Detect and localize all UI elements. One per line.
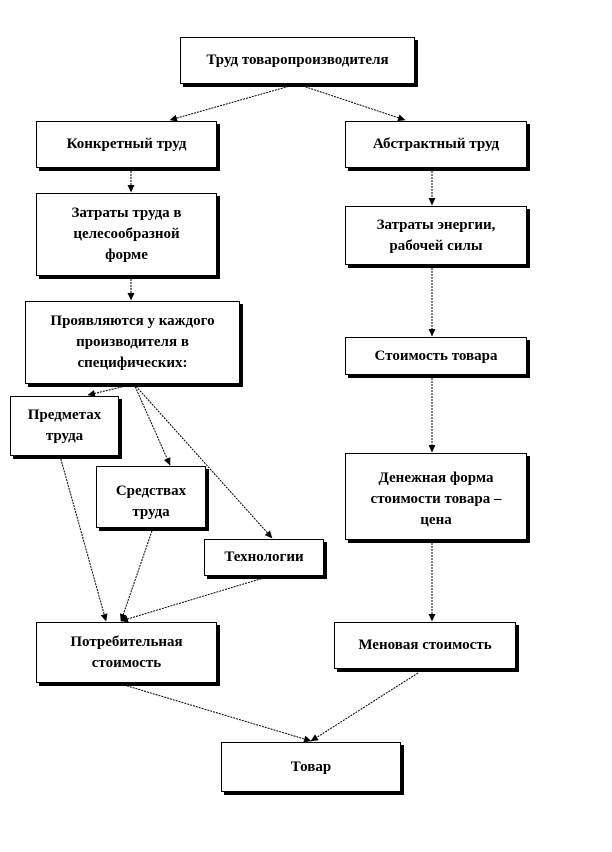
node-goods: Товар <box>221 742 401 792</box>
arrow-use-value-to-goods <box>123 684 312 743</box>
node-means-of-labor: Средствах труда <box>96 466 206 528</box>
node-money-form-price: Денежная форма стоимости товара – цена <box>345 453 527 540</box>
arrow-technology-to-use-value <box>120 575 271 623</box>
arrow-means-to-use-value <box>119 527 154 622</box>
arrow-exchange-value-to-goods <box>310 672 419 742</box>
arrow-manifest-to-technology <box>133 383 273 539</box>
node-technology: Технологии <box>204 539 324 576</box>
arrow-objects-to-use-value <box>59 455 108 622</box>
node-abstract-labor: Абстрактный труд <box>345 121 527 168</box>
arrow-labor-to-concrete <box>169 83 298 122</box>
node-value-of-goods: Стоимость товара <box>345 337 527 375</box>
arrow-manifest-to-objects <box>87 383 135 397</box>
node-use-value: Потребительная стоимость <box>36 622 217 683</box>
node-costs-energy-workforce: Затраты энергии, рабочей силы <box>345 206 527 265</box>
node-costs-purposeful-form: Затраты труда в целесообразной форме <box>36 193 217 276</box>
node-objects-of-labor: Предметах труда <box>10 396 119 456</box>
arrow-labor-to-abstract <box>296 83 406 122</box>
arrow-manifest-to-means <box>133 383 171 466</box>
node-concrete-labor: Конкретный труд <box>36 121 217 168</box>
node-exchange-value: Меновая стоимость <box>334 622 516 669</box>
node-manifest-specific: Проявляются у каждого производителя в сп… <box>25 301 240 384</box>
node-labor-of-producer: Труд товаропроизводителя <box>180 37 415 84</box>
